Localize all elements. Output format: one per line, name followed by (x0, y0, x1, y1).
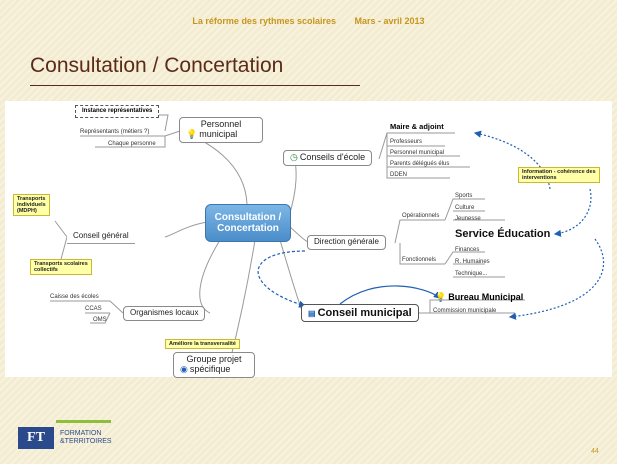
fonctionnels-node[interactable]: Fonctionnels (402, 257, 437, 263)
logo-line1: FORMATION (60, 429, 102, 437)
globe-icon: ◉ (180, 363, 188, 374)
center-line2: Concertation (217, 223, 279, 234)
op-item-jeunesse[interactable]: Jeunesse (455, 216, 481, 222)
page-number: 44 (591, 448, 599, 455)
logo-stripe (56, 420, 111, 423)
link-organismes-leaves (50, 300, 124, 324)
service-education-node[interactable]: Service Éducation (455, 228, 551, 240)
operationnels-node[interactable]: Opérationnels (402, 213, 440, 219)
document-icon: ▤ (308, 309, 316, 318)
groupe-line1: Groupe projet (186, 354, 242, 364)
conseil-municipal-label: Conseil municipal (317, 307, 412, 319)
info-line2: interventions (522, 175, 557, 182)
center-node[interactable]: Consultation / Concertation (205, 204, 291, 242)
representants-node[interactable]: Représentants (métiers ?) (80, 129, 150, 135)
organisme-oms[interactable]: OMS (93, 317, 107, 323)
link-municipal-leaves (419, 299, 525, 314)
bureau-label: Bureau Municipal (448, 292, 524, 302)
fn-item-rh[interactable]: R. Humaines (455, 259, 490, 265)
company-logo: FT FORMATION &TERRITOIRES (18, 420, 112, 449)
clock-icon: ◷ (290, 152, 298, 162)
op-item-sports[interactable]: Sports (455, 193, 473, 199)
bureau-municipal-node[interactable]: 💡Bureau Municipal (435, 292, 524, 303)
fn-item-finances[interactable]: Finances (455, 247, 480, 253)
header-date: Mars - avril 2013 (354, 16, 425, 26)
tc-line1: Transports scolaires (34, 261, 88, 267)
mindmap-diagram: Consultation / Concertation Personnel 💡m… (5, 101, 612, 378)
tc-line2: collectifs (34, 267, 58, 274)
dotted-info-maire (473, 130, 551, 190)
chaque-node[interactable]: Chaque personne (108, 141, 156, 147)
transports-collectifs-note[interactable]: Transports scolaires collectifs (30, 259, 92, 276)
dotted-direction-municipal (257, 250, 307, 308)
organisme-caisse[interactable]: Caisse des écoles (50, 294, 99, 300)
personnel-line1: Personnel (200, 119, 242, 129)
groupe-projet-node[interactable]: Groupe projet ◉spécifique (173, 352, 255, 378)
link-conseils-leaves (378, 132, 470, 179)
conseils-ecole-node[interactable]: ◷Conseils d'école (283, 150, 373, 166)
logo-text: FORMATION &TERRITOIRES (60, 430, 112, 447)
title-underline (30, 85, 360, 86)
conseil-item-professeurs[interactable]: Professeurs (390, 139, 423, 145)
ti-line1: Transports (17, 196, 46, 202)
mindmap-connectors (50, 114, 605, 362)
info-line1: Information - cohérence des (522, 169, 596, 175)
center-line1: Consultation / (214, 212, 282, 223)
conseil-item-personnel[interactable]: Personnel municipal (390, 150, 445, 156)
personnel-line2: municipal (199, 128, 238, 139)
commission-node[interactable]: Commission municipale (433, 308, 497, 314)
conseil-item-dden[interactable]: DDEN (390, 172, 408, 178)
information-note[interactable]: Information - cohérence des intervention… (518, 167, 600, 184)
link-center-organismes (199, 239, 221, 314)
lightbulb-icon: 💡 (435, 292, 447, 302)
op-item-culture[interactable]: Culture (455, 205, 475, 211)
maire-adjoint-node[interactable]: Maire & adjoint (390, 122, 444, 131)
logo-mark: FT (18, 427, 54, 449)
link-center-general (164, 221, 208, 238)
link-direction-leaves (394, 198, 505, 278)
header-subject: La réforme des rythmes scolaires (192, 16, 336, 26)
transversalite-note[interactable]: Améliore la transversalité (165, 339, 240, 350)
personnel-node[interactable]: Personnel 💡municipal (179, 117, 263, 143)
logo-line2: &TERRITOIRES (60, 438, 112, 445)
lightbulb-icon: 💡 (186, 128, 198, 139)
conseils-ecole-label: Conseils d'école (299, 152, 366, 162)
conseil-general-node[interactable]: Conseil général (67, 230, 135, 244)
conseil-item-parents[interactable]: Parents délégués élus (390, 161, 450, 167)
ti-line2: individuels (17, 202, 46, 209)
fn-item-technique[interactable]: Technique... (455, 271, 488, 277)
slide-title: Consultation / Concertation (30, 54, 284, 77)
arc-municipal-bureau (339, 285, 441, 305)
conseil-municipal-node[interactable]: ▤Conseil municipal (301, 304, 419, 323)
direction-node[interactable]: Direction générale (307, 235, 386, 250)
organisme-ccas[interactable]: CCAS (85, 306, 102, 312)
slide-header: La réforme des rythmes scolaires Mars - … (0, 16, 617, 26)
groupe-line2: spécifique (189, 363, 231, 374)
transports-individuels-note[interactable]: Transports individuels (MDPH) (13, 194, 50, 217)
ti-line3: (MDPH) (17, 208, 37, 215)
link-general-leaves (54, 220, 68, 264)
dotted-service-commission (508, 238, 605, 320)
dotted-info-service (553, 188, 592, 237)
instance-node[interactable]: Instance représentatives (75, 105, 160, 118)
organismes-node[interactable]: Organismes locaux (123, 306, 206, 321)
